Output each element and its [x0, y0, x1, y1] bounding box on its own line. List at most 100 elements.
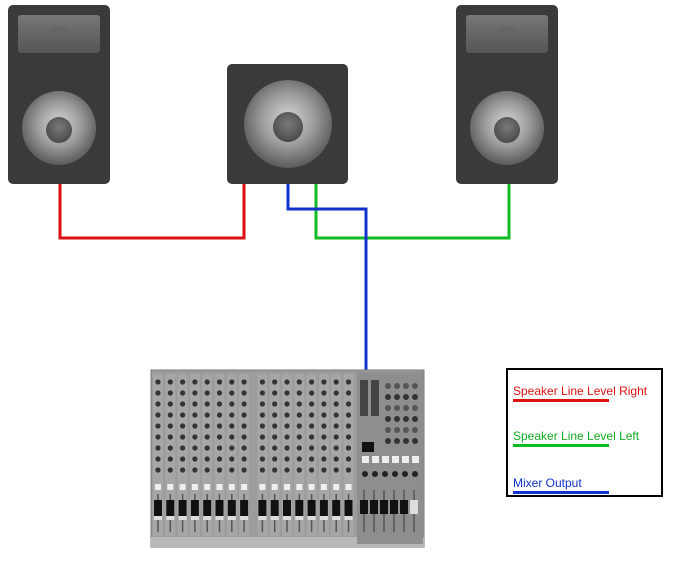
knob-icon [241, 434, 247, 440]
knob-icon [309, 390, 315, 396]
button-icon [362, 456, 369, 463]
knob-icon [229, 390, 235, 396]
knob-icon [204, 401, 210, 407]
knob-icon [259, 390, 265, 396]
fader-icon [332, 500, 341, 516]
knob-icon [284, 467, 290, 473]
knob-icon [241, 390, 247, 396]
knob-icon [192, 434, 198, 440]
knob-icon [296, 445, 302, 451]
channel-strip [331, 374, 342, 536]
right-speaker [456, 5, 558, 184]
knob-icon [204, 390, 210, 396]
knob-icon [259, 456, 265, 462]
fader-icon [178, 500, 187, 516]
fader-icon [307, 500, 316, 516]
channel-strip [318, 374, 329, 536]
knob-icon [321, 456, 327, 462]
knob-icon [204, 434, 210, 440]
button-icon [412, 456, 419, 463]
fader-icon [380, 500, 388, 514]
knob-icon [155, 445, 161, 451]
knob-icon [394, 394, 400, 400]
knob-icon [394, 438, 400, 444]
knob-icon [385, 405, 391, 411]
channel-strip [269, 374, 280, 536]
button-icon [259, 484, 266, 490]
knob-icon [155, 412, 161, 418]
button-icon [167, 484, 174, 490]
knob-icon [412, 471, 418, 477]
knob-icon [204, 456, 210, 462]
button-icon [382, 456, 389, 463]
knob-icon [309, 379, 315, 385]
knob-icon [309, 412, 315, 418]
knob-icon [412, 427, 418, 433]
knob-icon [216, 456, 223, 462]
knob-icon [167, 401, 173, 407]
knob-icon [345, 401, 352, 407]
knob-icon [216, 379, 223, 385]
knob-icon [192, 379, 198, 385]
knob-icon [321, 467, 327, 473]
fader-icon [166, 500, 175, 516]
knob-icon [180, 379, 186, 385]
knob-icon [180, 423, 186, 429]
wire-speaker-right [58, 184, 246, 240]
knob-icon [192, 401, 198, 407]
fader-icon [270, 500, 279, 516]
fader-icon [410, 500, 418, 514]
knob-icon [345, 434, 352, 440]
knob-icon [241, 467, 247, 473]
channel-strip [177, 374, 188, 536]
fader-icon [344, 500, 353, 516]
knob-icon [385, 427, 391, 433]
knob-icon [216, 423, 223, 429]
fader-icon [154, 500, 162, 516]
mixing-console [150, 369, 425, 548]
channel-strip [343, 374, 354, 536]
knob-icon [402, 471, 408, 477]
fader-icon [319, 500, 328, 516]
knob-icon [394, 383, 400, 389]
button-icon [296, 484, 303, 490]
knob-icon [412, 383, 418, 389]
button-icon [345, 484, 352, 490]
wire-mixer-output [286, 184, 368, 370]
knob-icon [180, 434, 186, 440]
knob-icon [259, 445, 265, 451]
button-icon [308, 484, 315, 490]
knob-icon [333, 379, 339, 385]
channel-strip [239, 374, 250, 536]
knob-icon [284, 379, 290, 385]
knob-icon [296, 412, 302, 418]
knob-icon [345, 467, 352, 473]
knob-icon [180, 445, 186, 451]
knob-icon [204, 412, 210, 418]
knob-icon [180, 412, 186, 418]
knob-icon [259, 423, 265, 429]
button-icon [228, 484, 235, 490]
knob-icon [403, 383, 409, 389]
knob-icon [394, 405, 400, 411]
knob-icon [229, 423, 235, 429]
knob-icon [192, 423, 198, 429]
fader-icon [190, 500, 199, 516]
knob-icon [309, 401, 315, 407]
knob-icon [155, 390, 161, 396]
knob-icon [362, 471, 368, 477]
legend-item-speaker-right: Speaker Line Level Right [513, 384, 663, 402]
knob-icon [272, 434, 278, 440]
knob-icon [403, 394, 409, 400]
channel-strip [226, 374, 237, 536]
knob-icon [372, 471, 378, 477]
knob-icon [333, 445, 339, 451]
knob-icon [392, 471, 398, 477]
channel-strip [257, 374, 268, 536]
knob-icon [180, 390, 186, 396]
knob-icon [229, 434, 235, 440]
knob-icon [241, 423, 247, 429]
knob-icon [155, 434, 161, 440]
knob-icon [394, 416, 400, 422]
knob-icon [241, 456, 247, 462]
